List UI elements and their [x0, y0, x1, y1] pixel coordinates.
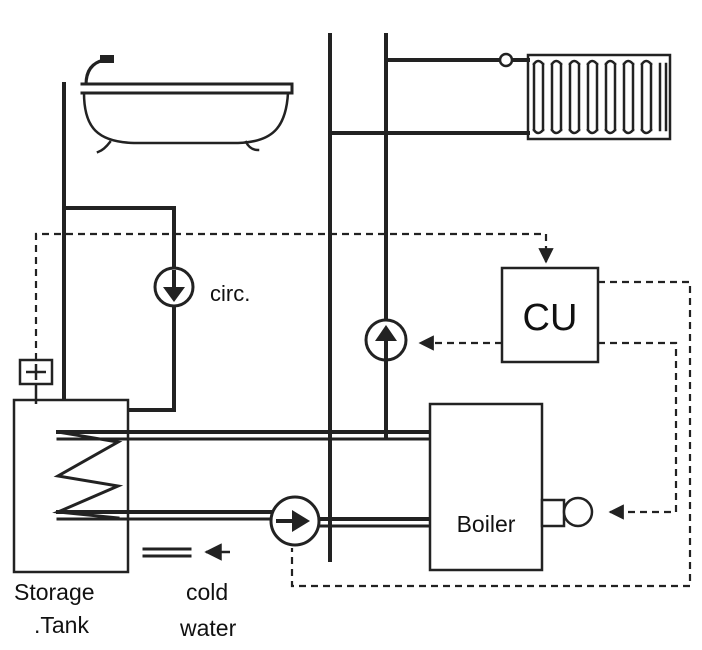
control-unit: CU: [500, 266, 600, 364]
valve-icon: [498, 52, 514, 68]
bathtub-icon: [80, 55, 294, 154]
tank-label: .Tank: [34, 612, 89, 638]
pump-right-arrow-icon: [269, 495, 321, 547]
burner-fan-icon: [540, 496, 594, 528]
temperature-sensor-icon: [18, 358, 54, 404]
boiler: Boiler: [428, 402, 544, 572]
pump-up-arrow-icon: [364, 318, 408, 362]
water-label: water: [179, 615, 237, 641]
cu-label: CU: [523, 297, 578, 339]
domestic-hot-water-pipes: [62, 82, 176, 412]
radiator-icon: [526, 53, 672, 141]
storage-label: Storage: [14, 579, 95, 605]
cold-label: cold: [186, 579, 228, 605]
boiler-label: Boiler: [457, 511, 516, 537]
control-signal-lines: [34, 232, 692, 588]
pump-down-arrow-icon: [153, 266, 195, 308]
heating-risers: [328, 33, 530, 562]
storage-tank: [12, 398, 130, 574]
primary-pipes: [56, 430, 432, 558]
circ-label: circ.: [210, 281, 250, 306]
